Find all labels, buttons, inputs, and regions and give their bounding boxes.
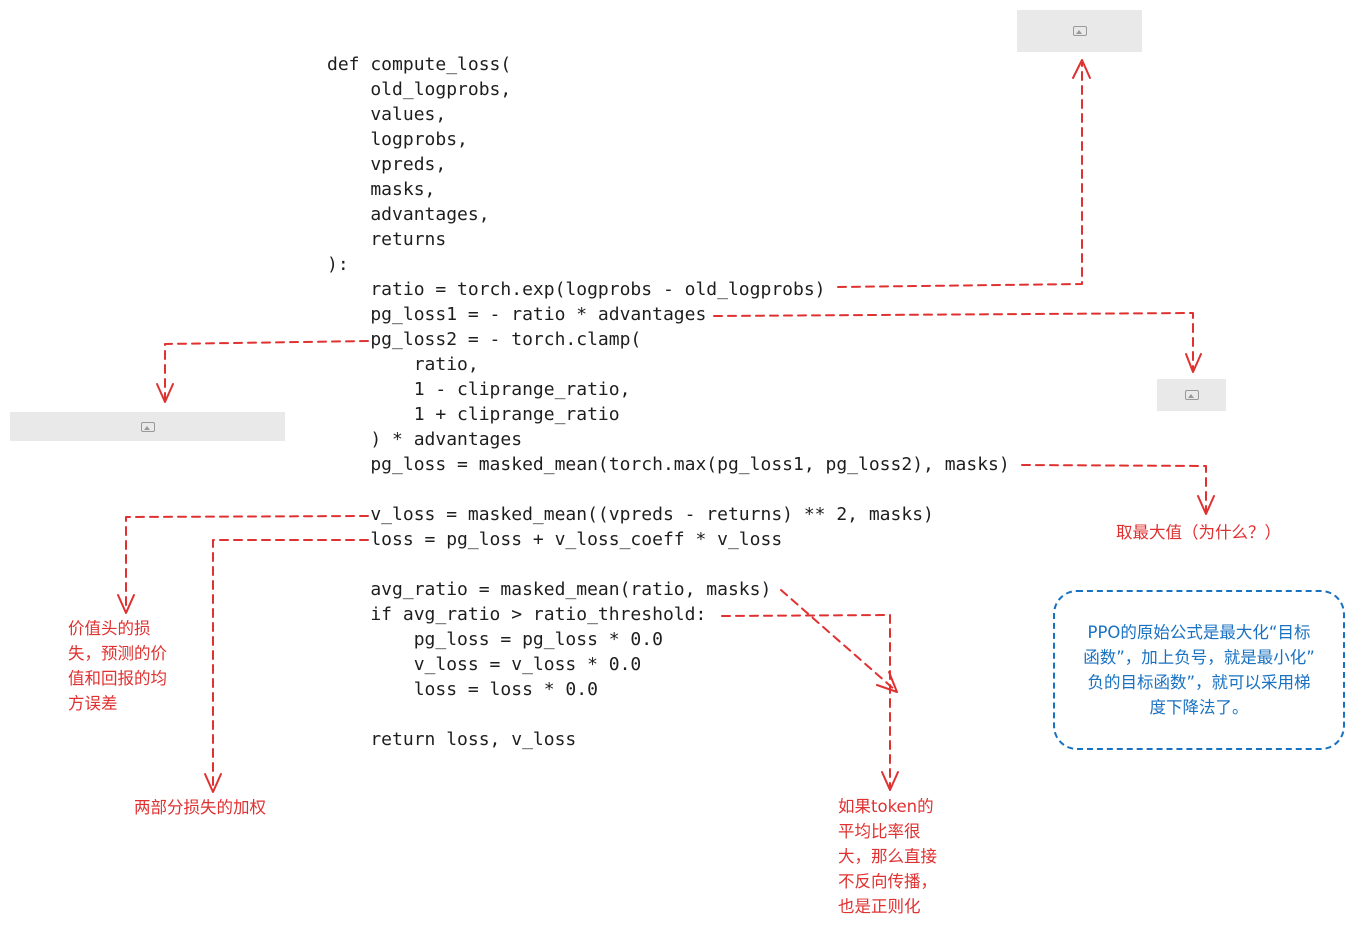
value-loss-note-line: 价值头的损	[68, 619, 151, 638]
value-loss-note-line: 值和回报的均	[68, 669, 167, 688]
ratio-threshold-note-line: 平均比率很	[838, 822, 921, 841]
image-placeholder-icon	[1184, 390, 1199, 400]
code-line: pg_loss = masked_mean(torch.max(pg_loss1…	[327, 454, 1010, 475]
arrow-vloss-to-value-note	[117, 515, 369, 614]
code-line: pg_loss = pg_loss * 0.0	[327, 629, 663, 650]
value-loss-note-line: 方误差	[68, 694, 118, 713]
code-line: loss = pg_loss + v_loss_coeff * v_loss	[327, 529, 783, 550]
code-line: values,	[327, 104, 447, 125]
code-line: loss = loss * 0.0	[327, 679, 598, 700]
arrow-pgloss2-to-image	[156, 340, 369, 403]
code-line: advantages,	[327, 204, 490, 225]
arrow-ratio-to-image	[837, 59, 1091, 288]
max-note: 取最大值（为什么？）	[1116, 520, 1281, 545]
value-loss-note-line: 失，预测的价	[68, 644, 167, 663]
code-line: avg_ratio = masked_mean(ratio, masks)	[327, 579, 772, 600]
code-line: logprobs,	[327, 129, 468, 150]
image-placeholder-icon	[1072, 26, 1087, 36]
code-line: pg_loss1 = - ratio * advantages	[327, 304, 707, 325]
value-loss-note: 价值头的损 失，预测的价 值和回报的均 方误差	[68, 616, 167, 716]
ratio-threshold-note-line: 大，那么直接	[838, 847, 937, 866]
arrow-threshold-to-ratio-note	[721, 614, 899, 791]
code-line: ratio = torch.exp(logprobs - old_logprob…	[327, 279, 826, 300]
code-line: 1 - cliprange_ratio,	[327, 379, 631, 400]
arrow-pgloss1-to-image	[713, 312, 1202, 373]
ratio-threshold-note-line: 不反向传播，	[838, 872, 937, 891]
code-line: old_logprobs,	[327, 79, 512, 100]
image-placeholder-right	[1157, 379, 1226, 411]
code-line: pg_loss2 = - torch.clamp(	[327, 329, 642, 350]
code-line: returns	[327, 229, 447, 250]
code-line: masks,	[327, 179, 436, 200]
code-line: 1 + cliprange_ratio	[327, 404, 620, 425]
ratio-threshold-note-line: 如果token的	[838, 797, 934, 816]
image-placeholder-left	[10, 412, 285, 441]
max-note-text: 取最大值（为什么？）	[1116, 523, 1281, 542]
code-line: ):	[327, 254, 349, 275]
image-placeholder-icon	[140, 421, 155, 432]
weighted-sum-note: 两部分损失的加权	[134, 795, 266, 820]
arrow-avg-ratio-diagonal	[780, 589, 898, 693]
code-line: v_loss = v_loss * 0.0	[327, 654, 642, 675]
code-line: ) * advantages	[327, 429, 523, 450]
image-placeholder-top-right	[1017, 10, 1142, 52]
ratio-threshold-note: 如果token的 平均比率很 大，那么直接 不反向传播， 也是正则化	[838, 794, 937, 919]
code-line: def compute_loss(	[327, 54, 512, 75]
code-line: ratio,	[327, 354, 479, 375]
ppo-note-text: PPO的原始公式是最大化“目标 函数”，加上负号，就是最小化” 负的目标函数”，…	[1083, 623, 1315, 717]
ppo-note-box: PPO的原始公式是最大化“目标 函数”，加上负号，就是最小化” 负的目标函数”，…	[1053, 590, 1345, 750]
code-line: vpreds,	[327, 154, 447, 175]
code-line: return loss, v_loss	[327, 729, 577, 750]
code-line: if avg_ratio > ratio_threshold:	[327, 604, 707, 625]
code-line: v_loss = masked_mean((vpreds - returns) …	[327, 504, 934, 525]
arrow-pgloss-to-max-note	[1021, 464, 1215, 515]
weighted-sum-note-text: 两部分损失的加权	[134, 798, 266, 817]
code-block: def compute_loss( old_logprobs, values, …	[327, 52, 1010, 752]
ratio-threshold-note-line: 也是正则化	[838, 897, 921, 916]
arrow-loss-to-weighted-note	[204, 539, 369, 793]
